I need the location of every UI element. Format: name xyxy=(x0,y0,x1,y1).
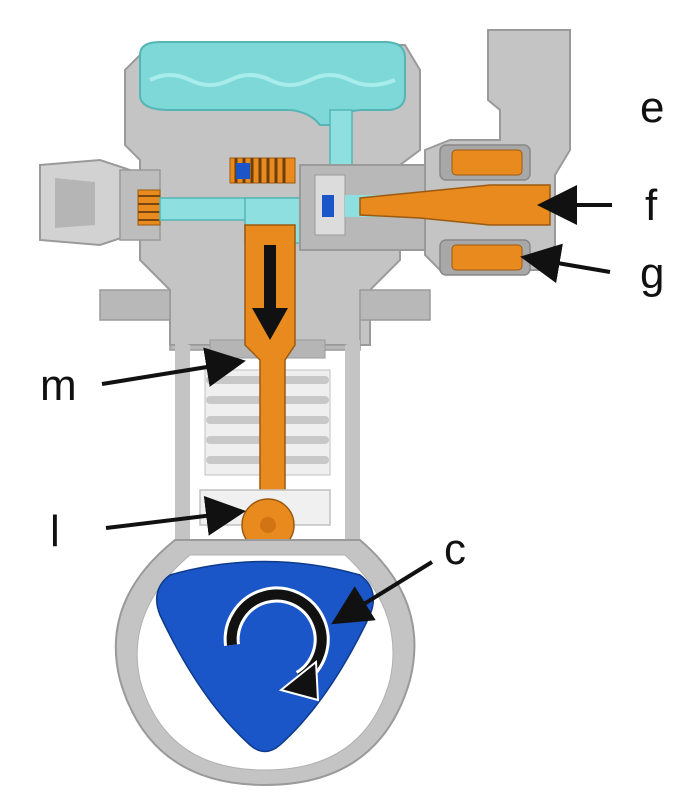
label-g: g xyxy=(640,249,665,298)
rotation-arrow-icon xyxy=(223,586,330,702)
label-f: f xyxy=(645,181,658,230)
triple-lobe-cam xyxy=(155,560,375,753)
leader-m xyxy=(101,347,246,387)
label-c: c xyxy=(444,525,466,574)
callout-leaders xyxy=(101,185,612,625)
down-arrow-icon xyxy=(252,245,288,340)
leader-g xyxy=(520,243,611,284)
pressure-damper-chamber xyxy=(139,41,406,166)
inlet-valve-spring xyxy=(229,157,296,184)
label-e: e xyxy=(640,83,665,132)
label-m: m xyxy=(40,361,77,410)
inlet-fitting xyxy=(39,158,161,247)
label-l: l xyxy=(50,507,60,556)
leader-l xyxy=(105,495,246,536)
leader-c xyxy=(331,560,434,625)
control-valve-solenoid xyxy=(359,29,571,276)
